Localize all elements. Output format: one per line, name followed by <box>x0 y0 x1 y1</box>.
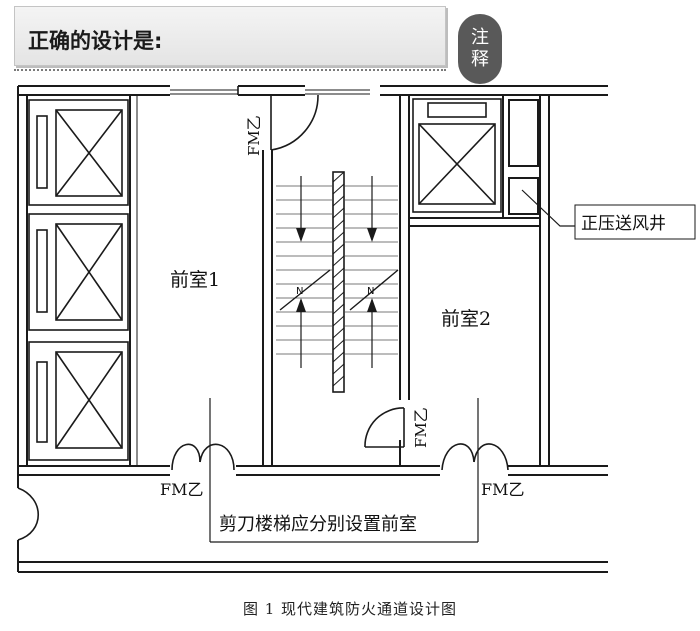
elevator-bank-left <box>28 99 129 461</box>
door-label-stair: FM乙 <box>412 407 430 448</box>
elevator-right <box>412 98 502 213</box>
header-divider <box>14 69 446 71</box>
stair-break-lines <box>279 269 399 311</box>
header-title: 正确的设计是: <box>28 29 163 53</box>
header-panel <box>14 6 446 66</box>
figure-caption: 图 1 现代建筑防火通道设计图 <box>242 600 458 618</box>
door-anteroom1-double <box>171 443 235 471</box>
stair-n-marks: N N <box>296 286 374 297</box>
door-top-swing <box>237 86 319 151</box>
stair-divider <box>332 171 345 393</box>
stair-mark-right: N <box>367 286 374 297</box>
stair-mark-left: N <box>296 286 303 297</box>
shaft-label-box <box>574 204 696 240</box>
bottom-walls <box>18 465 608 573</box>
pressurized-air-shaft <box>508 99 539 215</box>
door-stair-swing <box>364 407 405 448</box>
elevator-car-3 <box>28 341 129 461</box>
door-label-top: FM乙 <box>245 115 263 156</box>
door-label-bottom-right: FM乙 <box>481 480 525 499</box>
scissor-stair-note: 剪刀楼梯应分别设置前室 <box>219 514 417 535</box>
elevator-car-1 <box>28 99 129 206</box>
elevator-car-2 <box>28 213 129 331</box>
door-label-bottom-left: FM乙 <box>160 480 204 499</box>
annotation-badge[interactable]: 注 释 <box>458 14 502 84</box>
anteroom-1-label: 前室1 <box>170 269 220 291</box>
anteroom-2-label: 前室2 <box>441 308 491 330</box>
top-wall <box>18 85 608 96</box>
shaft-leader-line <box>521 189 575 227</box>
left-wall <box>17 86 28 572</box>
stair-arrowheads <box>296 228 377 312</box>
pressurized-shaft-label: 正压送风井 <box>581 214 666 234</box>
badge-char-1: 注 <box>471 27 489 48</box>
door-anteroom2-double <box>441 443 509 471</box>
door-corridor-left <box>17 487 40 541</box>
badge-char-2: 释 <box>471 49 489 70</box>
